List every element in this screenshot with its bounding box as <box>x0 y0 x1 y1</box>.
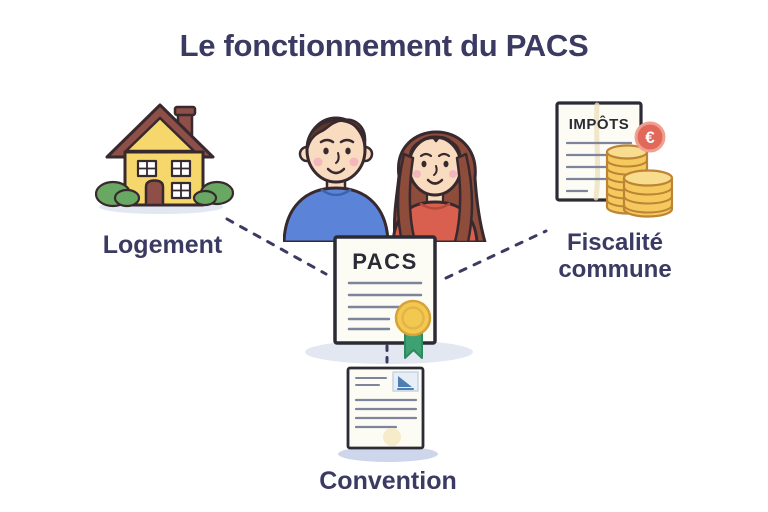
label-fiscalite-line1: Fiscalité <box>566 229 664 256</box>
certificate-seal-icon <box>394 299 432 359</box>
house-icon <box>95 103 235 214</box>
signature-arrow-icon <box>398 376 412 387</box>
woman-figure <box>391 130 487 242</box>
house-door <box>144 179 165 207</box>
tax-document-icon: IMPÔTS € <box>555 101 673 218</box>
bush-icons <box>95 180 235 208</box>
euro-coin-icon: € <box>634 121 666 153</box>
euro-symbol: € <box>645 128 655 147</box>
label-logement: Logement <box>102 231 223 259</box>
tax-document-title: IMPÔTS <box>569 115 630 133</box>
man-figure <box>283 116 390 242</box>
page-title: Le fonctionnement du PACS <box>179 28 589 63</box>
couple-illustration <box>283 116 487 242</box>
label-fiscalite-line2: commune <box>558 256 672 284</box>
label-convention: Convention <box>319 467 457 495</box>
convention-document-icon <box>338 366 438 462</box>
convention-shadow <box>338 446 438 462</box>
faint-seal-icon <box>383 428 401 446</box>
pacs-document-title: PACS <box>352 249 418 274</box>
pacs-document-icon: PACS <box>333 235 437 359</box>
label-fiscalite-commune: Fiscalité commune <box>535 229 695 283</box>
coin-stack-icon <box>605 144 673 218</box>
